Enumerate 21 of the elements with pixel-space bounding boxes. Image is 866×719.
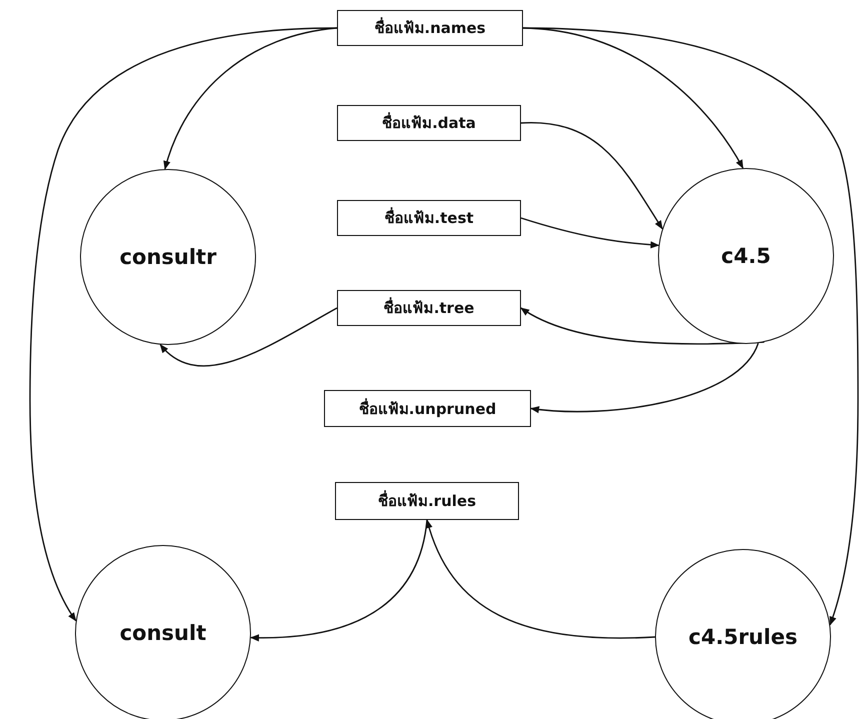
program-circle: c4.5	[658, 168, 834, 344]
arrow	[164, 27, 338, 170]
file-box: ชื่อแฟ้ม.names	[337, 10, 523, 46]
file-box: ชื่อแฟ้ม.tree	[337, 290, 521, 326]
file-box: ชื่อแฟ้ม.unpruned	[324, 390, 531, 427]
program-circle: consult	[75, 545, 251, 719]
arrow	[521, 122, 663, 230]
file-box: ชื่อแฟ้ม.data	[337, 105, 521, 141]
program-circle: consultr	[80, 169, 256, 345]
program-circle: c4.5rules	[655, 549, 831, 719]
arrow	[522, 27, 744, 169]
arrow	[426, 519, 656, 639]
arrow	[520, 307, 764, 345]
arrow	[522, 27, 859, 626]
arrow	[520, 217, 660, 248]
file-box: ชื่อแฟ้ม.test	[337, 200, 521, 236]
arrow	[250, 520, 428, 642]
file-box: ชื่อแฟ้ม.rules	[335, 482, 519, 520]
arrow	[530, 342, 759, 413]
arrow	[160, 307, 338, 366]
arrow	[29, 27, 338, 622]
